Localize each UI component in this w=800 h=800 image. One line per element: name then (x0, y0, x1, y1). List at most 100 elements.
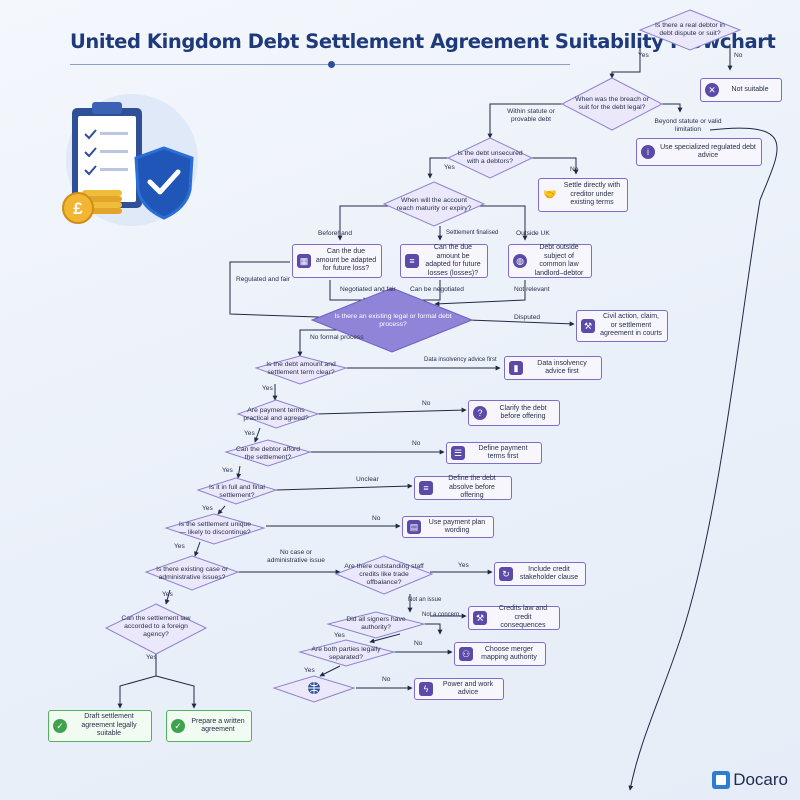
decision-afford: Can the debtor afford the settlement? (235, 446, 301, 461)
gavel-icon: ⚒ (473, 611, 487, 625)
decision-diamond (334, 555, 434, 595)
decision-diamond (144, 555, 240, 591)
decision-diamond (254, 355, 348, 385)
box-prepare-agreement: ✓Prepare a written agreement (166, 710, 252, 742)
box-define-terms: ☰Define payment terms first (446, 442, 542, 464)
calendar-icon: ▦ (297, 254, 311, 268)
decision-signers-authority: Did all signers have authority? (346, 616, 406, 631)
edge-label-beforehand: Beforehand (318, 230, 353, 237)
edge-label-yes: Yes (162, 591, 173, 598)
document-icon: ▤ (407, 520, 421, 534)
brand-logo: Docaro (712, 770, 788, 790)
refresh-icon: ↻ (499, 567, 513, 581)
gavel-icon: ⚒ (581, 319, 595, 333)
edge-label-yes: Yes (222, 467, 233, 474)
decision-existing-process: Is there an existing legal or formal deb… (334, 313, 452, 328)
document-icon: ≡ (419, 481, 433, 495)
edge-label-no-case: No case or administrative issue (267, 549, 325, 564)
edge-label-within-statute: Within statute or provable debt (507, 108, 555, 123)
coins-icon: £ (62, 190, 122, 224)
box-civil-action: ⚒Civil action, claim, or settlement agre… (576, 310, 668, 342)
box-beforehand: ▦Can the due amount be adapted for futur… (292, 244, 382, 278)
decision-unique: Is the settlement unique — likely to dis… (178, 521, 252, 536)
decision-maturity: When will the account reach maturity or … (396, 197, 472, 212)
bolt-icon: ϟ (419, 682, 433, 696)
edge-label-yes: Yes (262, 385, 273, 392)
check-icon: ✓ (171, 719, 185, 733)
edge-label-no: No (570, 166, 579, 173)
edge-label-not-an-issue: Not an issue (408, 597, 442, 603)
box-outside-uk: ◍Debt outside subject of common law land… (508, 244, 592, 278)
edge-label-yes: Yes (244, 430, 255, 437)
shield-icon (134, 146, 194, 220)
document-logo-icon (712, 771, 731, 789)
edge-label-no: No (414, 640, 423, 647)
decision-amount-clear: Is the debt amount and settlement term c… (266, 361, 336, 376)
box-credits-law: ⚒Credits law and credit consequences (468, 605, 560, 630)
edge-label-yes: Yes (174, 543, 185, 550)
edge-label-regulated-fair: Regulated and fair (236, 276, 290, 283)
box-draft-agreement: ✓Draft settlement agreement legally suit… (48, 710, 152, 742)
edge-label-yes: Yes (202, 505, 213, 512)
box-merger-authority: ⚇Choose merger mapping authority (454, 642, 546, 666)
svg-text:£: £ (73, 199, 83, 218)
box-define-debt: ≡Define the debt absolve before offering (414, 475, 512, 500)
edge-label-insolvency-first: Data insolvency advice first (424, 357, 497, 363)
brand-name: Docaro (733, 770, 788, 789)
edge-label-yes: Yes (458, 562, 469, 569)
edge-label-yes: Yes (146, 654, 157, 661)
decision-diamond (560, 77, 664, 131)
edge-label-no: No (382, 676, 391, 683)
edge-label-no: No (412, 440, 421, 447)
document-icon: ≡ (405, 254, 419, 268)
globe-icon: ◍ (513, 254, 527, 268)
decision-diamond (196, 477, 278, 505)
edge-label-outside-uk: Outside UK (516, 230, 550, 237)
box-settle-directly: 🤝Settle directly with creditor under exi… (538, 178, 628, 212)
edge-label-no: No (372, 515, 381, 522)
edge-label-no: No (734, 52, 743, 59)
decision-parties-separated: Are both parties legally separated? (311, 646, 381, 661)
decision-diamond (382, 181, 486, 227)
check-icon: ✓ (53, 719, 67, 733)
box-insolvency-advice: ▮Data insolvency advice first (504, 356, 602, 380)
box-clarify-debt: ?Clarify the debt before offering (468, 400, 560, 426)
edge-label-can-be-negotiated: Can be negotiated (410, 286, 464, 293)
edge-label-unclear: Unclear (356, 476, 379, 483)
decision-diamond (638, 9, 742, 51)
decision-diamond-highlight (310, 287, 474, 353)
edge-label-no-formal: No formal process (310, 334, 364, 341)
decision-breach-timing: When was the breach or suit for the debt… (575, 96, 649, 111)
edge-label-yes: Yes (304, 667, 315, 674)
decision-full-final: Is it in full and final settlement? (209, 484, 265, 499)
decision-foreign-agency: Can the settlement law accorded to a for… (121, 615, 191, 638)
edge-label-yes: Yes (444, 164, 455, 171)
decision-diamond (164, 513, 266, 545)
globe-icon (304, 680, 324, 696)
edge-label-yes: Yes (638, 52, 649, 59)
people-icon: ⚇ (459, 647, 473, 661)
edge-label-disputed: Disputed (514, 314, 541, 321)
edge-label-beyond-statute: Beyond statute or valid limitation (654, 118, 722, 133)
edge-label-yes: Yes (334, 632, 345, 639)
close-icon: ✕ (705, 83, 719, 97)
decision-diamond (298, 639, 396, 667)
decision-unsecured: Is the debt unsecured with a debtors? (457, 150, 523, 165)
decision-diamond (104, 603, 208, 655)
list-icon: ☰ (451, 446, 465, 460)
decision-diamond (224, 439, 312, 467)
handshake-icon: 🤝 (543, 188, 557, 201)
info-icon: i (641, 145, 655, 159)
decision-diamond (326, 611, 426, 639)
edge-label-settlement-finalised: Settlement finalised (446, 230, 499, 236)
box-not-suitable: ✕Not suitable (700, 78, 782, 102)
decision-existing-case: Is there existing case or administrative… (156, 566, 228, 581)
decision-diamond (446, 137, 534, 179)
box-finalised: ≡Can the due amount be adapted for futur… (400, 244, 488, 278)
box-payment-plan: ▤Use payment plan wording (402, 516, 494, 538)
box-credit-stakeholder: ↻Include credit stakeholder clause (494, 562, 586, 586)
edge-label-not-relevant: Not relevant (514, 286, 550, 293)
decision-diamond (236, 399, 320, 429)
